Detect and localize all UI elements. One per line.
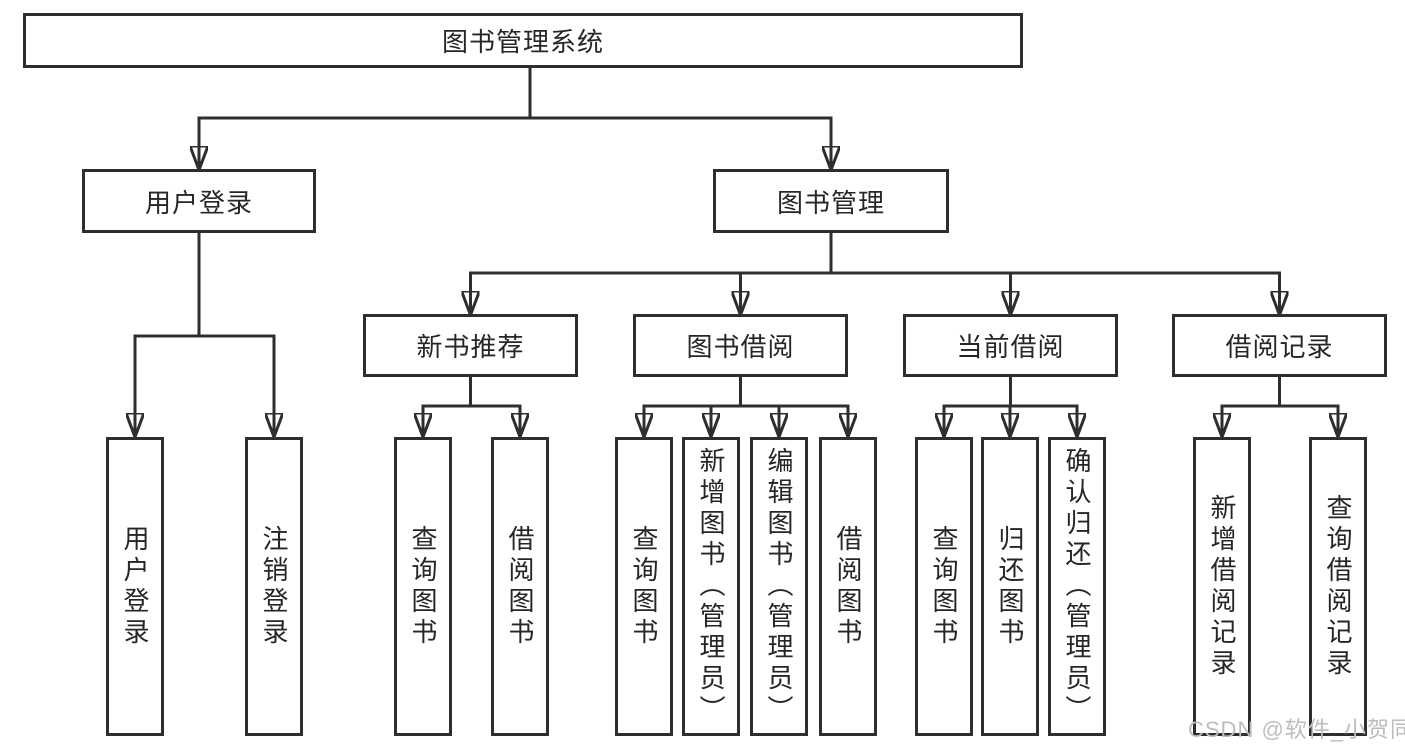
leaf-nbr-query-books-label: 查询图书 bbox=[408, 524, 438, 649]
connector-book-mgmt-to-level3 bbox=[471, 232, 1280, 314]
node-borrow-records: 借阅记录 bbox=[1172, 314, 1387, 377]
node-root: 图书管理系统 bbox=[23, 13, 1023, 68]
node-new-book-rec: 新书推荐 bbox=[363, 314, 578, 377]
leaf-bb-borrow-books-label: 借阅图书 bbox=[833, 524, 863, 649]
leaf-cb-query-books-label: 查询图书 bbox=[929, 524, 959, 649]
node-current-borrow-label: 当前借阅 bbox=[956, 332, 1065, 362]
connector-current-borrow-to-leaves bbox=[944, 376, 1077, 436]
leaf-user-login: 用户登录 bbox=[106, 437, 164, 736]
leaf-br-query-record: 查询借阅记录 bbox=[1309, 437, 1367, 736]
leaf-bb-add-books-label: 新增图书（管理员） bbox=[696, 447, 726, 726]
leaf-cb-confirm-return-label: 确认归还（管理员） bbox=[1062, 447, 1092, 726]
node-user-login-label: 用户登录 bbox=[144, 187, 253, 218]
leaf-nbr-borrow-books: 借阅图书 bbox=[491, 437, 549, 736]
leaf-cb-query-books: 查询图书 bbox=[915, 437, 973, 736]
leaf-cb-return-books: 归还图书 bbox=[981, 437, 1039, 736]
node-new-book-rec-label: 新书推荐 bbox=[416, 332, 525, 362]
node-user-login: 用户登录 bbox=[82, 169, 316, 233]
leaf-logout-label: 注销登录 bbox=[259, 524, 289, 649]
leaf-bb-add-books: 新增图书（管理员） bbox=[682, 437, 740, 736]
leaf-bb-borrow-books: 借阅图书 bbox=[819, 437, 877, 736]
connector-root-to-level2 bbox=[199, 67, 831, 169]
node-book-borrow-label: 图书借阅 bbox=[686, 332, 795, 362]
leaf-nbr-query-books: 查询图书 bbox=[394, 437, 452, 736]
leaf-logout: 注销登录 bbox=[245, 437, 303, 736]
connector-new-book-rec-to-leaves bbox=[423, 376, 520, 436]
node-current-borrow: 当前借阅 bbox=[903, 314, 1118, 377]
leaf-br-query-record-label: 查询借阅记录 bbox=[1323, 493, 1353, 680]
node-root-label: 图书管理系统 bbox=[441, 27, 604, 57]
leaf-user-login-label: 用户登录 bbox=[120, 524, 150, 649]
leaf-bb-edit-books-label: 编辑图书（管理员） bbox=[764, 447, 794, 726]
leaf-nbr-borrow-books-label: 借阅图书 bbox=[505, 524, 535, 649]
node-book-mgmt: 图书管理 bbox=[713, 169, 949, 233]
leaf-bb-edit-books: 编辑图书（管理员） bbox=[750, 437, 808, 736]
connector-borrow-records-to-leaves bbox=[1222, 376, 1338, 436]
csdn-watermark: CSDN @软件_小贺同学 bbox=[1188, 717, 1405, 742]
leaf-cb-return-books-label: 归还图书 bbox=[995, 524, 1025, 649]
leaf-br-add-record-label: 新增借阅记录 bbox=[1207, 493, 1237, 680]
node-borrow-records-label: 借阅记录 bbox=[1225, 332, 1334, 362]
connector-book-borrow-to-leaves bbox=[644, 376, 848, 436]
connector-user-login-to-leaves bbox=[135, 232, 274, 436]
leaf-br-add-record: 新增借阅记录 bbox=[1193, 437, 1251, 736]
node-book-mgmt-label: 图书管理 bbox=[776, 187, 885, 218]
leaf-cb-confirm-return: 确认归还（管理员） bbox=[1048, 437, 1106, 736]
leaf-bb-query-books-label: 查询图书 bbox=[629, 524, 659, 649]
node-book-borrow: 图书借阅 bbox=[633, 314, 848, 377]
leaf-bb-query-books: 查询图书 bbox=[615, 437, 673, 736]
